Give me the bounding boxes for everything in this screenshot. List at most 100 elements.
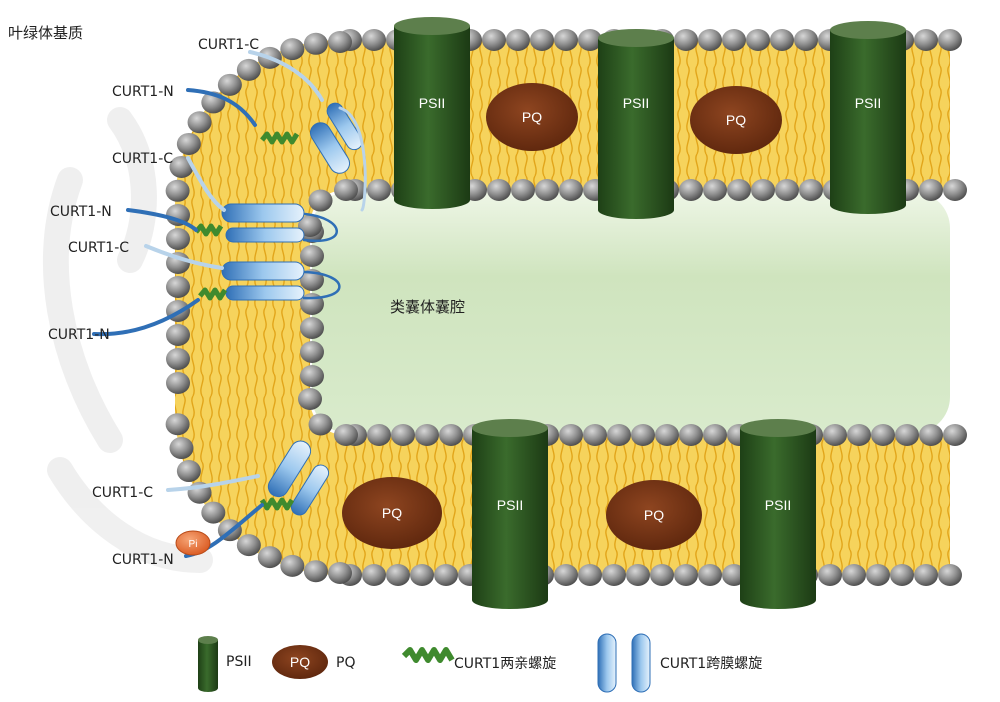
pq-label: PQ bbox=[726, 112, 746, 128]
pq-label: PQ bbox=[644, 507, 664, 523]
lipid-head bbox=[559, 179, 583, 201]
lipid-head bbox=[775, 179, 799, 201]
lipid-head bbox=[847, 424, 871, 446]
lipid-head bbox=[631, 424, 655, 446]
background-watermark bbox=[42, 107, 213, 573]
lipid-head bbox=[650, 564, 674, 586]
psii-label: PSII bbox=[497, 497, 523, 513]
lipid-head bbox=[751, 179, 775, 201]
lipid-head bbox=[866, 564, 890, 586]
lipid-head bbox=[362, 564, 386, 586]
lipid-head bbox=[818, 564, 842, 586]
lipid-head bbox=[511, 179, 535, 201]
lipid-head bbox=[415, 424, 439, 446]
lipid-head bbox=[482, 29, 506, 51]
pq-ellipse: PQ bbox=[606, 480, 702, 550]
pi-label: Pi bbox=[189, 539, 198, 550]
lipid-head bbox=[890, 564, 914, 586]
lumen-label: 类囊体囊腔 bbox=[390, 298, 465, 316]
lipid-head bbox=[300, 365, 324, 387]
curt1-c-label-2: CURT1-C bbox=[112, 151, 173, 167]
lipid-head bbox=[679, 424, 703, 446]
lipid-head bbox=[169, 155, 194, 178]
lipid-head bbox=[166, 276, 190, 298]
lipid-head bbox=[727, 179, 751, 201]
legend-psii-label: PSII bbox=[226, 654, 252, 670]
lipid-head bbox=[169, 437, 194, 460]
lipid-head bbox=[607, 424, 631, 446]
pq-label: PQ bbox=[522, 109, 542, 125]
lipid-head bbox=[298, 215, 322, 237]
lipid-head bbox=[308, 189, 333, 212]
legend-pq-label: PQ bbox=[336, 655, 355, 671]
thylakoid-lumen bbox=[312, 192, 950, 433]
lipid-head bbox=[391, 424, 415, 446]
lipid-head bbox=[328, 31, 352, 53]
lipid-head bbox=[303, 32, 328, 55]
lipid-head bbox=[439, 424, 463, 446]
lipid-head bbox=[166, 372, 190, 394]
lipid-head bbox=[530, 29, 554, 51]
lipid-head bbox=[300, 317, 324, 339]
psii-label: PSII bbox=[623, 95, 649, 111]
lipid-head bbox=[300, 245, 324, 267]
pq-ellipse: PQ bbox=[690, 86, 782, 154]
lipid-head bbox=[938, 564, 962, 586]
lipid-head bbox=[799, 179, 823, 201]
lipid-head bbox=[674, 29, 698, 51]
curt1-c-label-3: CURT1-C bbox=[68, 240, 129, 256]
lipid-head bbox=[506, 29, 530, 51]
pq-ellipse: PQ bbox=[486, 83, 578, 151]
lipid-head bbox=[367, 424, 391, 446]
lipid-head bbox=[328, 562, 352, 584]
lipid-head bbox=[362, 29, 386, 51]
lipid-head bbox=[578, 564, 602, 586]
pq-molecules: PQ PQ PQ PQ bbox=[342, 83, 782, 550]
lipid-head bbox=[794, 29, 818, 51]
lipid-head bbox=[602, 564, 626, 586]
pq-ellipse: PQ bbox=[342, 477, 442, 549]
lipid-head bbox=[187, 111, 212, 134]
lipid-head bbox=[334, 179, 358, 201]
lipid-head bbox=[303, 560, 328, 583]
lipid-head bbox=[578, 29, 602, 51]
lipid-head bbox=[746, 29, 770, 51]
legend-transmembrane-label: CURT1跨膜螺旋 bbox=[660, 656, 762, 672]
lipid-head bbox=[938, 29, 962, 51]
lipid-head bbox=[166, 324, 190, 346]
curt1-c-label-1: CURT1-C bbox=[198, 37, 259, 53]
lipid-head bbox=[166, 348, 190, 370]
curt1-n-label-2: CURT1-N bbox=[50, 204, 112, 220]
lipid-head bbox=[703, 424, 727, 446]
lipid-head bbox=[217, 73, 242, 96]
curt1-n-label-4: CURT1-N bbox=[112, 552, 174, 568]
lipid-head bbox=[166, 228, 190, 250]
lipid-head bbox=[842, 564, 866, 586]
pq-label: PQ bbox=[382, 505, 402, 521]
lipid-head bbox=[703, 179, 727, 201]
lipid-head bbox=[554, 29, 578, 51]
lipid-head bbox=[434, 564, 458, 586]
lipid-head bbox=[554, 564, 578, 586]
pi-phosphate: Pi bbox=[175, 530, 211, 556]
lipid-head bbox=[943, 179, 967, 201]
psii-cylinder: PSII bbox=[830, 21, 906, 214]
lipid-head bbox=[679, 179, 703, 201]
lipid-head bbox=[257, 546, 282, 569]
lipid-head bbox=[165, 413, 190, 436]
lipid-head bbox=[298, 388, 322, 410]
legend: PSII PQ PQ CURT1两亲螺旋 CURT1跨膜螺旋 bbox=[198, 633, 762, 693]
lipid-head bbox=[236, 534, 261, 557]
lipid-head bbox=[410, 564, 434, 586]
stroma-label: 叶绿体基质 bbox=[8, 24, 83, 42]
curt1-transmembrane-helices bbox=[221, 102, 363, 516]
lipid-head bbox=[280, 38, 305, 61]
legend-pq-inner: PQ bbox=[290, 654, 310, 670]
psii-cylinder: PSII bbox=[394, 17, 470, 209]
curt1-n-label-3: CURT1-N bbox=[48, 327, 110, 343]
lipid-head bbox=[895, 424, 919, 446]
curt1-tails bbox=[92, 50, 367, 558]
lipid-head bbox=[919, 424, 943, 446]
